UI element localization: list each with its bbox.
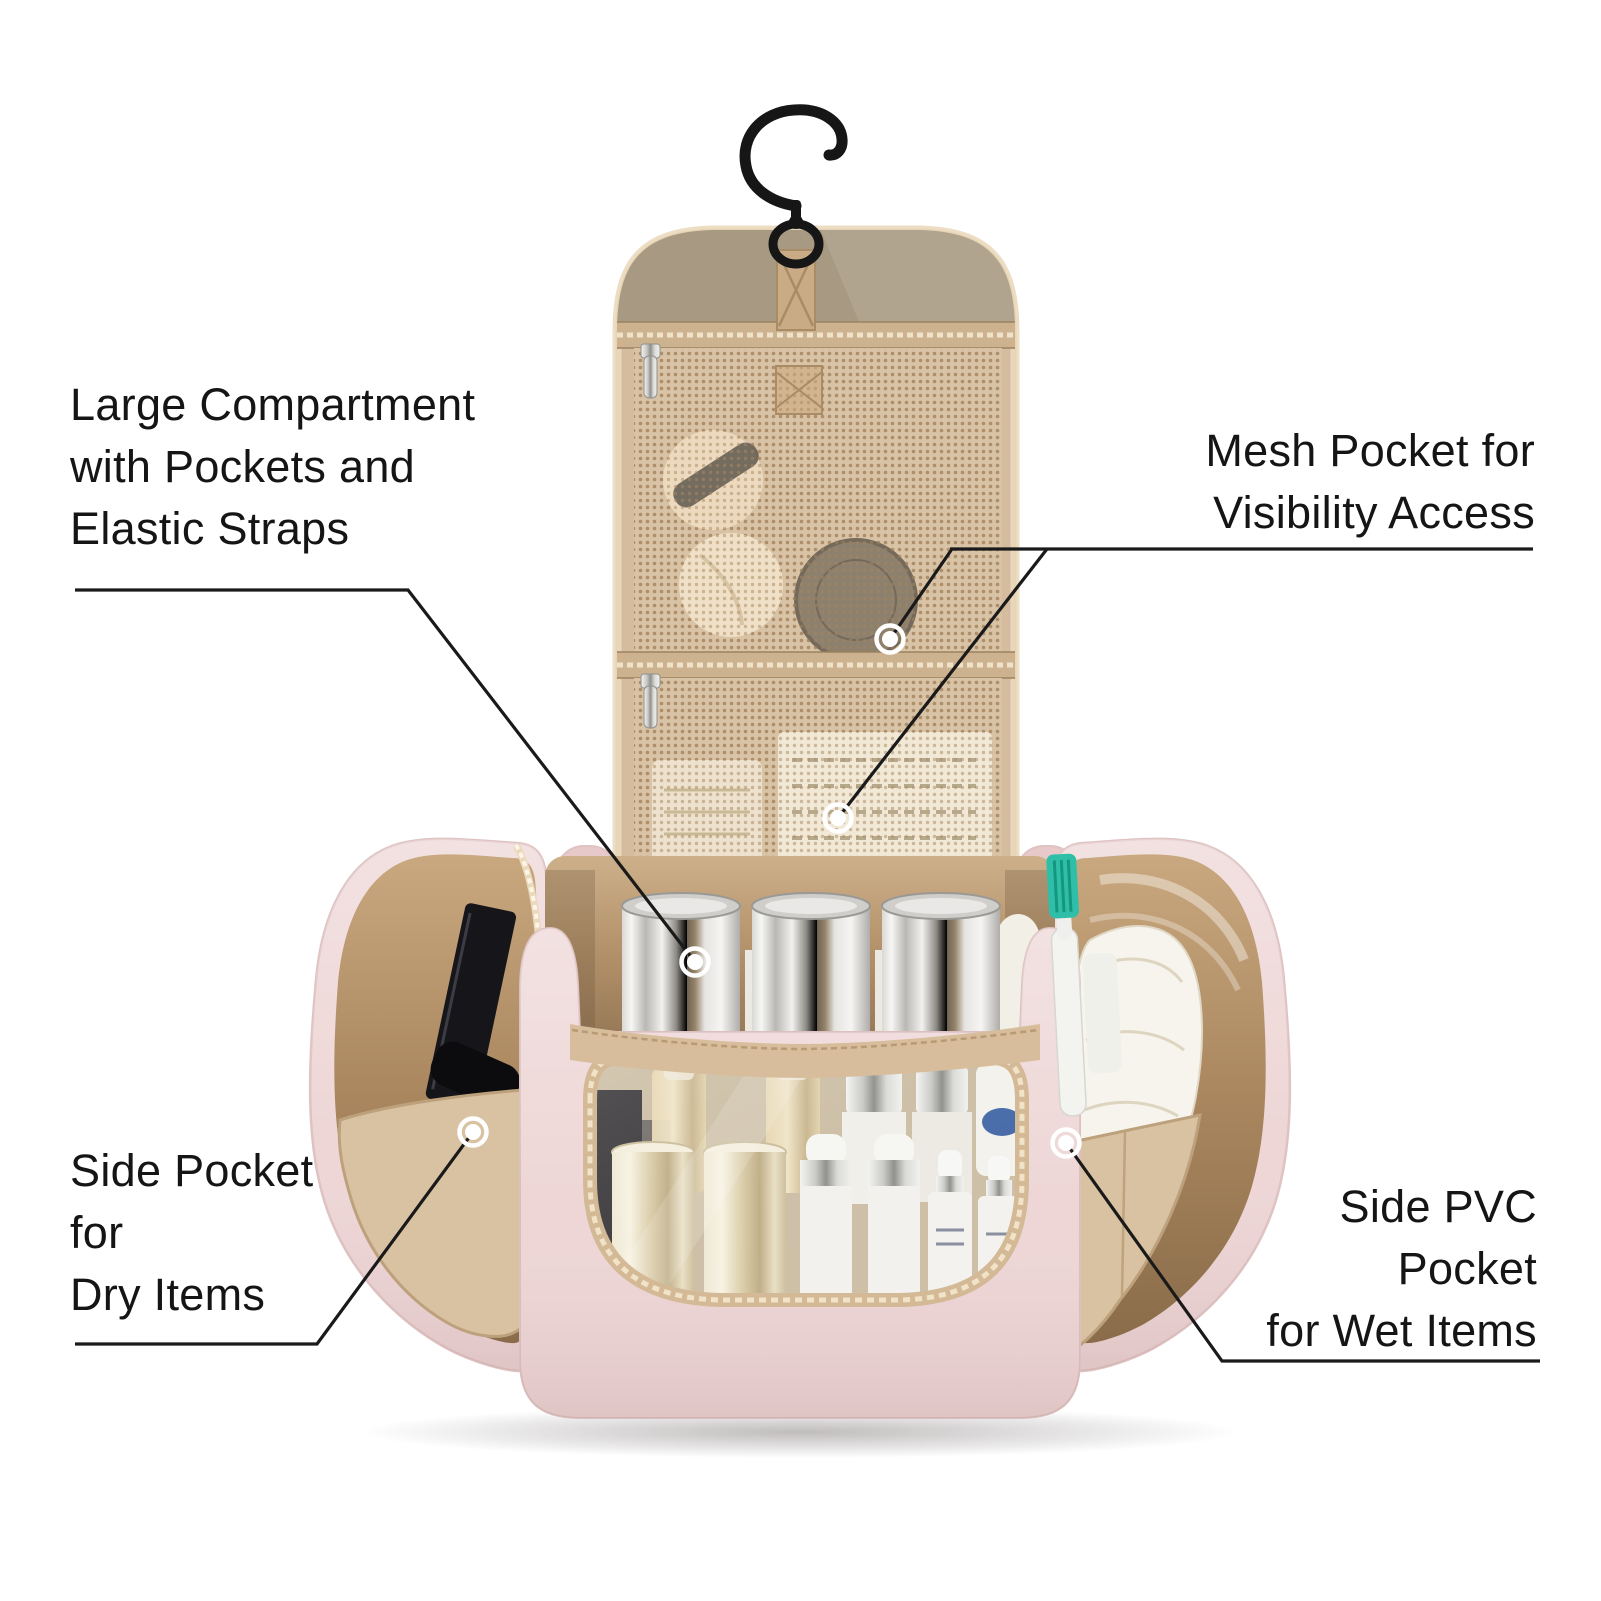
toothbrush (1046, 853, 1123, 1117)
elastic-band (570, 1024, 1040, 1078)
label-side-pvc-wet: Side PVC Pocket for Wet Items (1266, 1176, 1537, 1362)
annotation-leader-lines (75, 547, 1540, 1363)
anchor-dot-dry-pocket (457, 1116, 489, 1148)
label-line: Side PVC (1339, 1181, 1537, 1232)
mesh-pocket-upper (634, 348, 1002, 662)
hanging-panel (612, 225, 1020, 913)
label-line: Large Compartment (70, 379, 476, 430)
pvc-sheen (1099, 873, 1249, 962)
label-side-pocket-dry: Side Pocket for Dry Items (70, 1140, 313, 1326)
zipper-pull (640, 673, 661, 729)
annotation-anchor-dots (457, 623, 1082, 1159)
silver-jar (751, 892, 871, 1038)
label-large-compartment: Large Compartment with Pockets and Elast… (70, 374, 475, 560)
label-line: Elastic Straps (70, 503, 350, 554)
label-line: Mesh Pocket for (1205, 425, 1535, 476)
label-line: Visibility Access (1213, 487, 1535, 538)
silver-jar (621, 892, 741, 1038)
pvc-window-contents (590, 1058, 1022, 1300)
leader-dry-items (75, 1131, 475, 1346)
label-line: Dry Items (70, 1269, 266, 1320)
label-line: for Wet Items (1266, 1305, 1537, 1356)
label-line: for (70, 1207, 124, 1258)
leader-mesh-upper (888, 548, 954, 640)
label-line: Side Pocket (70, 1145, 314, 1196)
main-compartment (519, 856, 1081, 1419)
anchor-dot-mesh-upper (874, 623, 906, 655)
swivel-hook (739, 104, 848, 331)
anchor-dot-mesh-lower (822, 802, 854, 834)
label-line: Pocket (1397, 1243, 1537, 1294)
anchor-dot-wet-pocket (1050, 1127, 1082, 1159)
zipper-pull (640, 343, 661, 399)
label-mesh-pocket: Mesh Pocket for Visibility Access (1205, 420, 1535, 544)
left-side-flap (308, 837, 620, 1373)
silver-jar (881, 892, 1001, 1038)
leader-mesh-lower (836, 548, 1049, 819)
leader-wet-items (1064, 1142, 1540, 1363)
leader-large-compartment (75, 588, 697, 963)
label-line: with Pockets and (70, 441, 415, 492)
left-flap-pocket (337, 1088, 526, 1338)
anchor-dot-large-compartment (679, 946, 711, 978)
